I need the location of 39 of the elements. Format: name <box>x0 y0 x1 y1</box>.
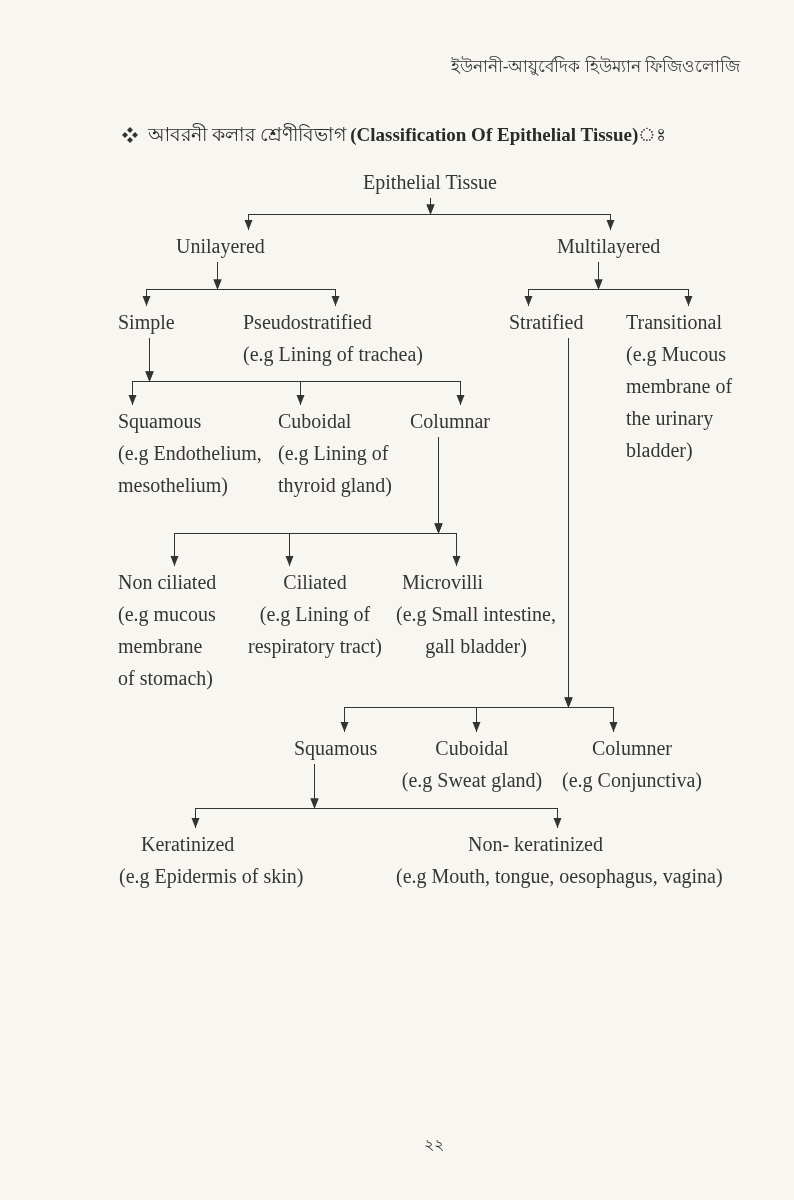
arrow <box>434 436 461 567</box>
example-note: (e.g Conjunctiva) <box>562 768 702 794</box>
category-label: Epithelial Tissue <box>363 170 497 196</box>
category-label: Multilayered <box>557 234 661 260</box>
example-note: (e.g Small intestine, gall bladder) <box>395 602 557 660</box>
arrow <box>426 197 615 231</box>
example-note: (e.g Endothelium, mesothelium) <box>118 441 263 499</box>
example-note: (e.g Lining of trachea) <box>243 342 423 368</box>
arrow <box>310 763 562 829</box>
arrow <box>564 337 618 733</box>
example-note: (e.g Epidermis of skin) <box>119 864 304 890</box>
category-label: Microvilli <box>402 570 484 595</box>
category-label: Transitional <box>626 310 722 335</box>
example-note: (e.g Mucous membrane of the urinary bladder) <box>626 342 734 463</box>
category-label: Squamous <box>118 409 202 435</box>
category-label: Pseudostratified <box>243 310 372 335</box>
example-note: (e.g mucous membrane of stomach) <box>118 602 217 692</box>
category-label: Stratified <box>509 310 584 335</box>
category-label: Columnar <box>410 409 490 434</box>
example-note: (e.g Sweat gland) <box>401 768 543 794</box>
running-header: ইউনানী-আয়ুর্বেদিক হিউম্যান ফিজিওলোজি <box>450 55 740 78</box>
category-label: Keratinized <box>141 832 235 857</box>
page-number: ২২ <box>424 1135 444 1155</box>
category-label: Squamous <box>294 736 378 762</box>
category-label: Cuboidal <box>435 736 509 761</box>
category-label: Simple <box>118 310 175 336</box>
category-label: Columner <box>592 736 672 761</box>
arrow <box>213 261 340 307</box>
category-label: Non- keratinized <box>468 832 603 857</box>
arrow <box>145 337 465 406</box>
arrow <box>594 261 693 307</box>
category-label: Unilayered <box>176 234 265 260</box>
example-note: (e.g Lining of respiratory tract) <box>247 602 383 660</box>
category-label: Cuboidal <box>278 409 352 434</box>
section-heading: আবরনী কলার শ্রেণীবিভাগ (Classification Of Epithelial Tissue)ঃ <box>148 122 667 147</box>
example-note: (e.g Mouth, tongue, oesophagus, vagina) <box>396 864 723 890</box>
category-label: Ciliated <box>283 570 347 595</box>
example-note: (e.g Lining of thyroid gland) <box>278 441 393 499</box>
category-label: Non ciliated <box>118 570 217 595</box>
